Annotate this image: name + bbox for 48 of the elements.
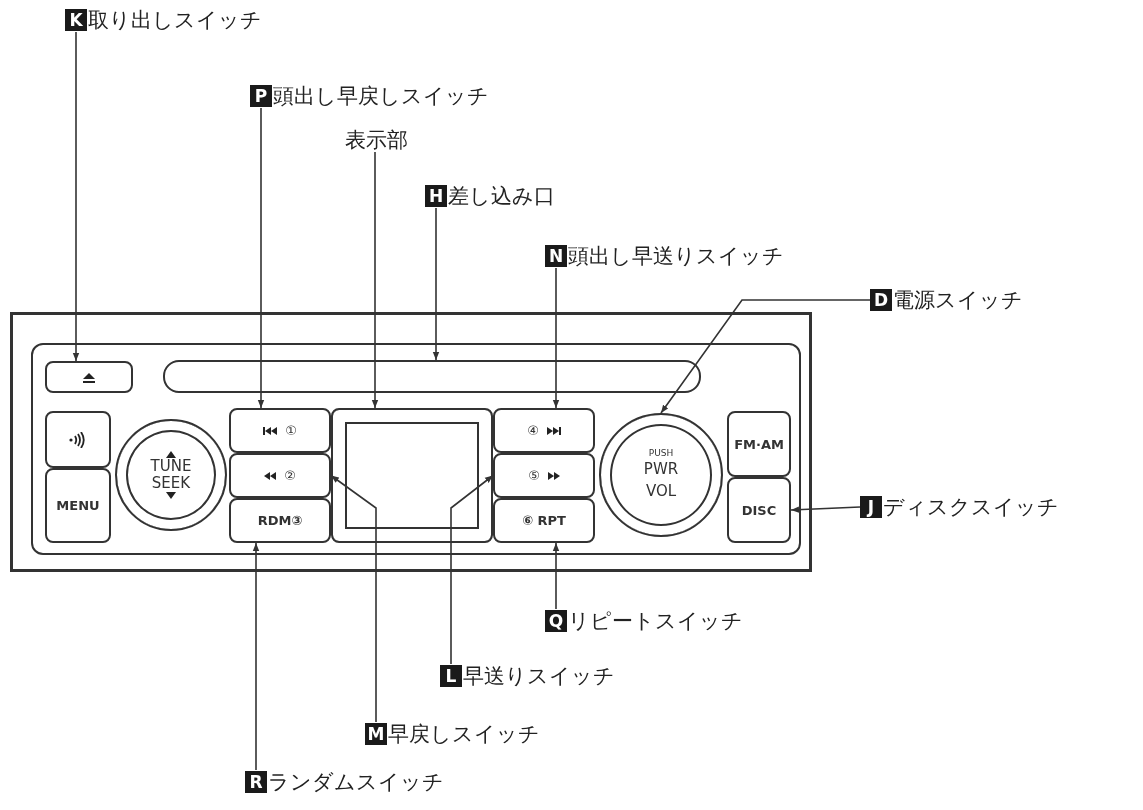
leader-line (252, 542, 260, 771)
letter-badge: P (250, 85, 272, 107)
leader-line (371, 151, 379, 409)
leader-line (660, 299, 871, 414)
callout-label: ディスクスイッチ (883, 495, 1059, 519)
callout-label: 表示部 (345, 128, 408, 152)
leader-line (552, 267, 560, 409)
callout-label: ランダムスイッチ (268, 770, 444, 794)
callout-label: 頭出し早戻しスイッチ (273, 84, 489, 108)
random-button: RDM③ (229, 498, 331, 543)
disc-button: DISC (727, 477, 791, 543)
knob-label: PWR VOL (642, 459, 680, 502)
eject-button (45, 361, 133, 393)
leader-line (450, 474, 494, 665)
callout-label: 差し込み口 (448, 184, 555, 208)
knob-label: TUNE SEEK (149, 458, 193, 492)
menu-button: MENU (45, 468, 111, 543)
skip-forward-button: ④ (493, 408, 595, 453)
audio-button (45, 411, 111, 468)
knob-label: PUSH (647, 448, 675, 458)
leader-line (257, 107, 265, 409)
callout-label: 頭出し早送りスイッチ (568, 244, 784, 268)
radio-panel (10, 312, 812, 572)
leader-line (72, 31, 80, 362)
leader-line (330, 474, 377, 723)
letter-badge: K (65, 9, 87, 31)
fast-forward-button: ⑤ (493, 453, 595, 498)
letter-badge: H (425, 185, 447, 207)
letter-badge: D (870, 289, 892, 311)
disc-slot (163, 360, 701, 393)
leader-line (552, 542, 560, 610)
callout-label: 取り出しスイッチ (88, 8, 262, 32)
letter-badge: R (245, 771, 267, 793)
letter-badge: N (545, 245, 567, 267)
callout-label: 早戻しスイッチ (388, 722, 540, 746)
letter-badge: J (860, 496, 882, 518)
callout-label: 電源スイッチ (893, 288, 1023, 312)
letter-badge: Q (545, 610, 567, 632)
leader-line (432, 207, 440, 361)
skip-back-button: ① (229, 408, 331, 453)
rewind-button: ② (229, 453, 331, 498)
letter-badge: M (365, 723, 387, 745)
leader-line (790, 506, 861, 513)
letter-badge: L (440, 665, 462, 687)
display-frame (331, 408, 493, 543)
repeat-button: ⑥ RPT (493, 498, 595, 543)
band-button: FM·AM (727, 411, 791, 477)
callout-label: 早送りスイッチ (463, 664, 615, 688)
